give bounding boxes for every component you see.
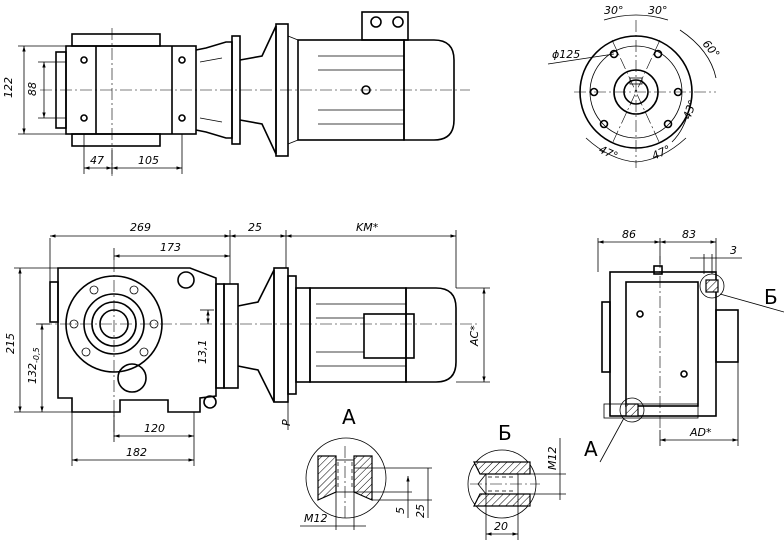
dim-p: P [280, 419, 293, 426]
dim-43: 43° [681, 98, 700, 121]
callout-b: Б [764, 285, 778, 309]
dim-3: 3 [730, 244, 737, 257]
dim-30-left: 30° [604, 4, 624, 17]
detail-a-m12: M12 [304, 512, 328, 525]
dim-182: 182 [126, 446, 147, 459]
detail-a: А 5 25 M12 [300, 405, 432, 530]
dim-30-right: 30° [648, 4, 668, 17]
dim-132: 132-0,5 [26, 347, 41, 384]
dim-13-1: 13,1 [196, 340, 209, 365]
dim-215: 215 [4, 333, 17, 354]
top-view: 122 88 47 105 [2, 11, 470, 176]
detail-b-m12: M12 [546, 447, 559, 471]
callout-a: А [584, 437, 598, 461]
dim-132-tolerance: -0,5 [32, 347, 41, 363]
side-view: 269 173 25 KM* 215 132-0,5 13,1 AC* P 12… [4, 221, 490, 466]
detail-a-25: 25 [414, 504, 427, 518]
dim-122: 122 [2, 77, 15, 98]
detail-b: Б M12 20 [467, 421, 566, 540]
dim-25-side: 25 [248, 221, 262, 234]
dim-60: 60° [700, 38, 722, 61]
dim-105: 105 [138, 154, 159, 167]
dim-phi125: ϕ125 [552, 48, 580, 61]
detail-a-label: А [342, 405, 356, 429]
dim-120: 120 [144, 422, 165, 435]
dim-86: 86 [622, 228, 636, 241]
end-view: 86 83 3 AD* Б А [584, 228, 784, 463]
dim-83: 83 [682, 228, 696, 241]
dim-132-value: 132 [26, 363, 39, 384]
dim-47-top: 47 [90, 154, 104, 167]
dim-88: 88 [26, 82, 39, 96]
dim-km: KM* [356, 221, 379, 234]
dim-47-left: 47° [597, 143, 620, 163]
flange-view: ϕ125 30° 30° 60° 43° 47° 47° [547, 4, 722, 168]
dim-ad: AD* [689, 426, 712, 439]
detail-b-label: Б [498, 421, 512, 445]
detail-a-5: 5 [394, 507, 407, 514]
dim-ac: AC* [468, 325, 481, 347]
dim-269: 269 [130, 221, 151, 234]
detail-b-20: 20 [494, 520, 508, 533]
dim-173: 173 [160, 241, 181, 254]
